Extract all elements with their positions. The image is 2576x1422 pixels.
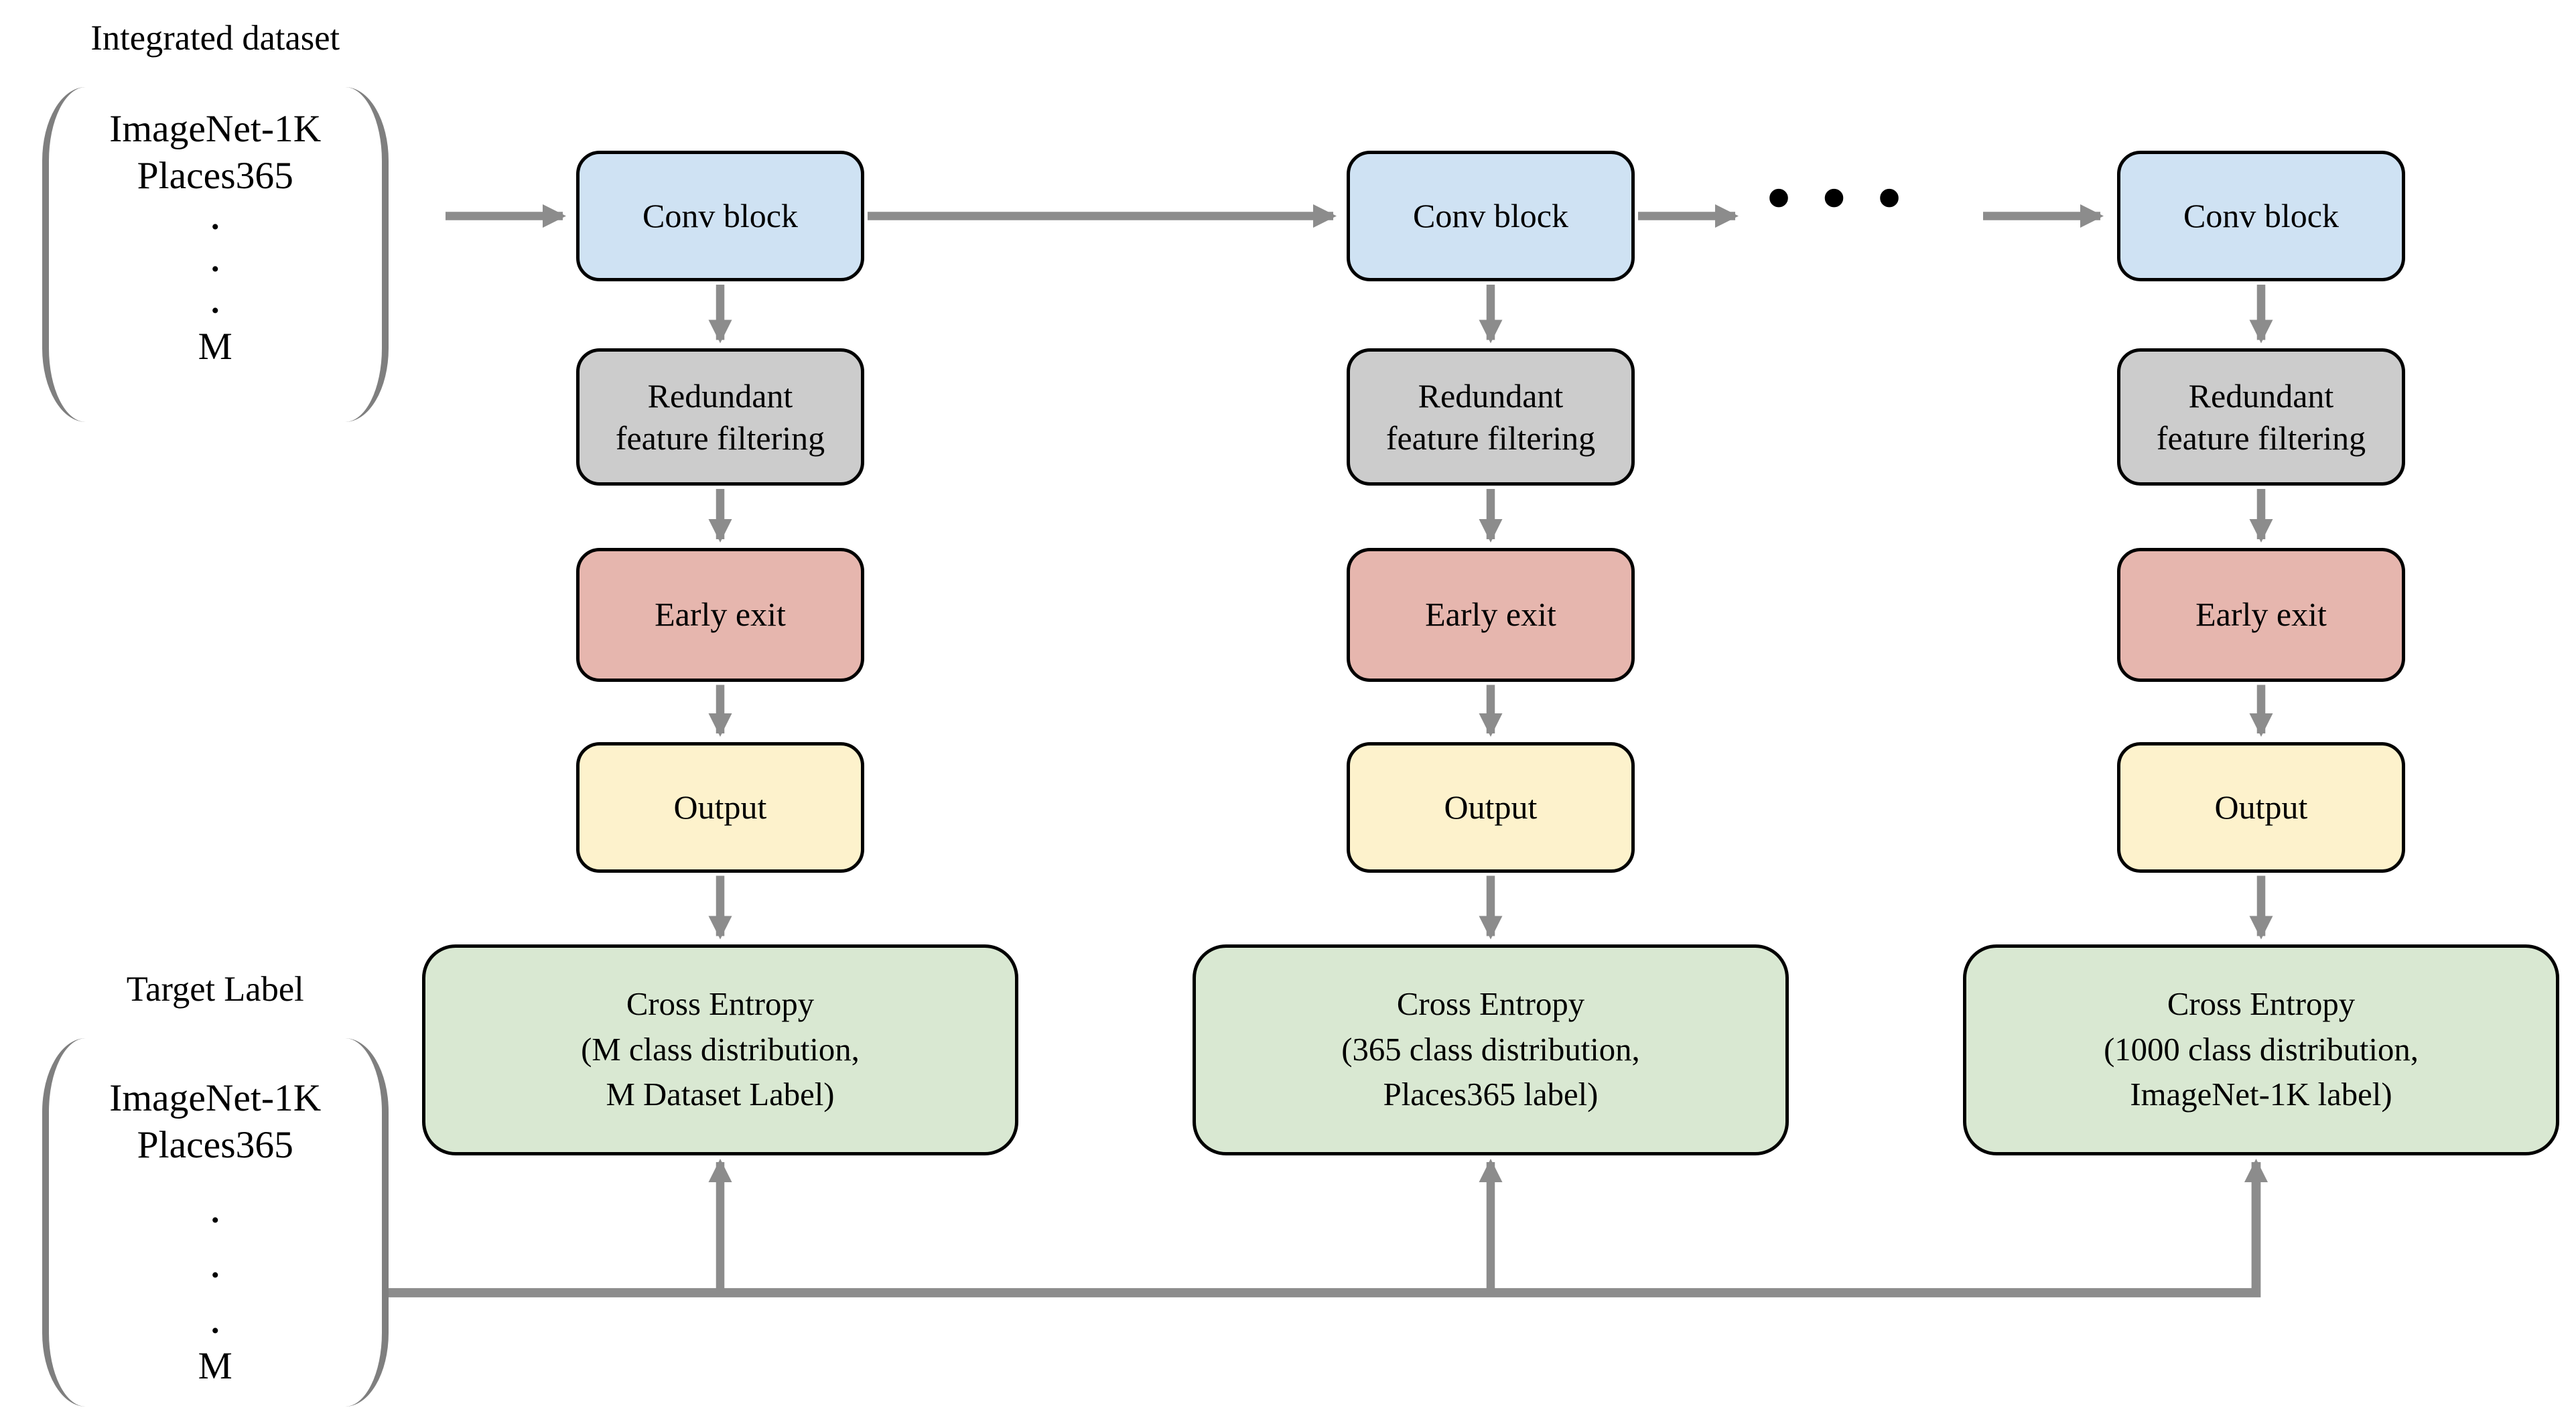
dataset-item: Places365 (137, 154, 293, 197)
vertical-ellipsis-dot: . (211, 1302, 220, 1340)
loss-label-line: (1000 class distribution, (2104, 1031, 2419, 1068)
left-paren-icon (42, 87, 92, 422)
redundant-feature-filtering-2: Redundant feature filtering (1347, 348, 1635, 486)
target-label-bracket: ImageNet-1K Places365 . . . M (42, 1038, 389, 1407)
vertical-ellipsis-dot: . (211, 1247, 220, 1285)
vertical-ellipsis-dot: . (211, 283, 220, 320)
filter-label-line: feature filtering (1385, 419, 1596, 457)
dataset-item: ImageNet-1K (109, 107, 322, 150)
loss-label-line: Cross Entropy (1396, 986, 1585, 1023)
conv-block-1: Conv block (576, 151, 864, 281)
integrated-dataset-label: Integrated dataset (90, 19, 340, 58)
early-exit-1: Early exit (576, 547, 864, 682)
label-item: Places365 (137, 1124, 293, 1166)
loss-label-line: M Dataset Label) (606, 1076, 835, 1113)
right-paren-icon (338, 87, 389, 422)
horizontal-ellipsis: ... (1764, 104, 1931, 230)
conv-block-n: Conv block (2117, 151, 2405, 281)
loss-label-line: ImageNet-1K label) (2130, 1076, 2392, 1113)
label-item: ImageNet-1K (109, 1077, 322, 1119)
integrated-dataset-bracket: ImageNet-1K Places365 . . . M (42, 87, 389, 422)
vertical-ellipsis-dot: . (211, 199, 220, 236)
loss-label-line: Cross Entropy (626, 986, 815, 1023)
output-2: Output (1347, 741, 1635, 873)
output-1: Output (576, 741, 864, 873)
loss-label-line: Places365 label) (1383, 1076, 1599, 1113)
label-item: M (198, 1345, 232, 1387)
early-exit-2: Early exit (1347, 547, 1635, 682)
loss-label-line: (M class distribution, (581, 1031, 860, 1068)
redundant-feature-filtering-1: Redundant feature filtering (576, 348, 864, 486)
filter-label-line: feature filtering (2156, 419, 2366, 457)
output-n: Output (2117, 741, 2405, 873)
cross-entropy-n: Cross Entropy (1000 class distribution, … (1963, 944, 2559, 1155)
target-label-feed-line (389, 1159, 2268, 1297)
cross-entropy-1: Cross Entropy (M class distribution, M D… (422, 944, 1018, 1155)
loss-label-line: Cross Entropy (2167, 986, 2356, 1023)
filter-label-line: feature filtering (615, 419, 825, 457)
conv-block-2: Conv block (1347, 151, 1635, 281)
cross-entropy-2: Cross Entropy (365 class distribution, P… (1193, 944, 1789, 1155)
vertical-ellipsis-dot: . (211, 240, 220, 279)
redundant-feature-filtering-n: Redundant feature filtering (2117, 348, 2405, 486)
right-paren-icon (338, 1038, 389, 1407)
dataset-item: M (198, 325, 232, 368)
left-paren-icon (42, 1038, 92, 1407)
filter-label-line: Redundant (2188, 377, 2334, 415)
loss-label-line: (365 class distribution, (1341, 1031, 1640, 1068)
vertical-ellipsis-dot: . (211, 1192, 220, 1230)
early-exit-n: Early exit (2117, 547, 2405, 682)
target-label-label: Target Label (126, 970, 304, 1009)
filter-label-line: Redundant (647, 377, 793, 415)
filter-label-line: Redundant (1418, 377, 1564, 415)
